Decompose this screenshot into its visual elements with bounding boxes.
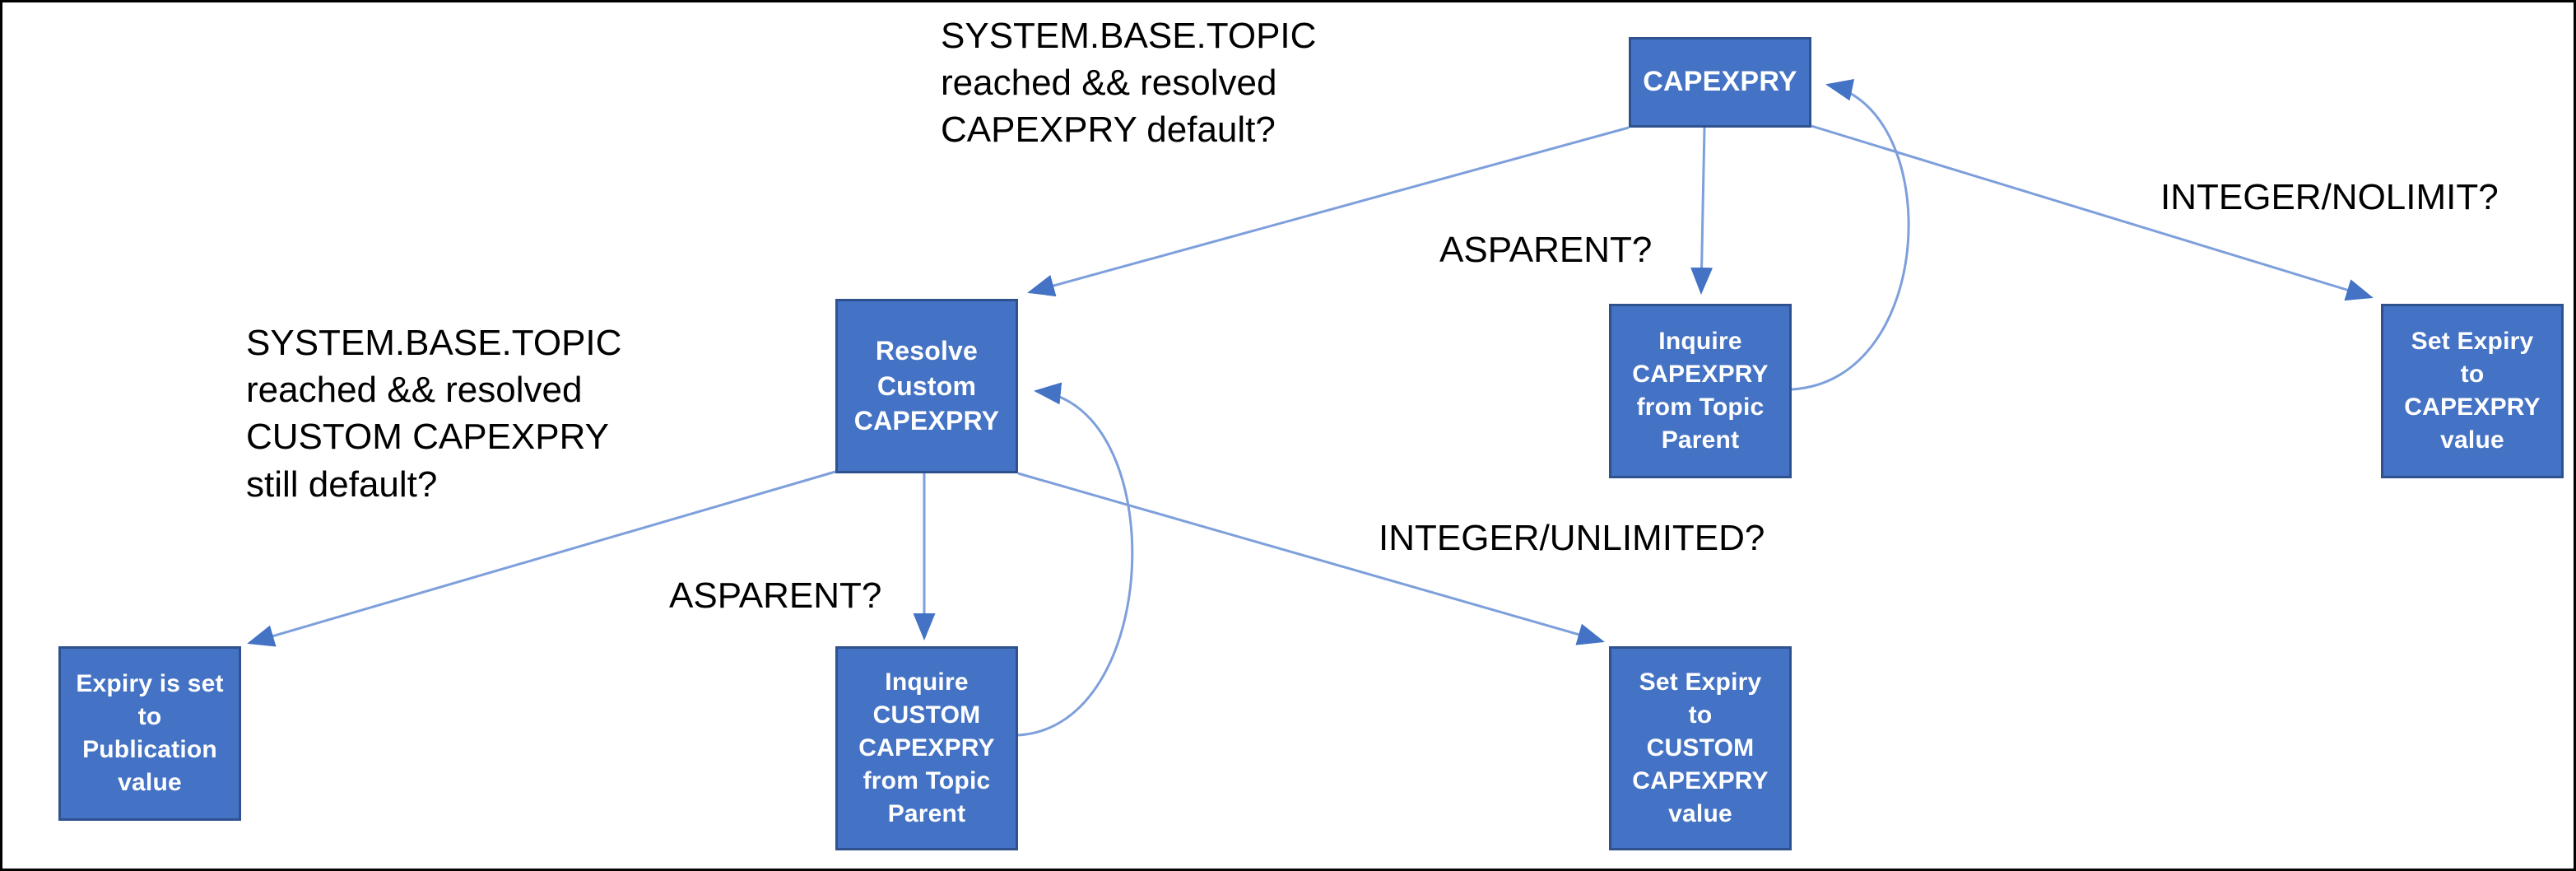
node-resolve-custom-capexpry[interactable]: Resolve Custom CAPEXPRY <box>835 299 1018 473</box>
edge-inquire-custom-capexpry-back-to-resolve <box>1017 382 1134 737</box>
label-integer-unlimited: INTEGER/UNLIMITED? <box>1379 518 1765 558</box>
label-integer-nolimit: INTEGER/NOLIMIT? <box>2160 177 2499 217</box>
edge-capexpry-to-inquire-capexpry <box>1690 127 1713 295</box>
node-capexpry[interactable]: CAPEXPRY <box>1629 37 1811 128</box>
label-condition-base-topic-custom-capexpry-default: SYSTEM.BASE.TOPIC reached && resolved CU… <box>246 323 622 505</box>
label-asparent-top: ASPARENT? <box>1439 230 1653 270</box>
node-set-expiry-to-capexpry-value[interactable]: Set Expiry to CAPEXPRY value <box>2381 304 2564 478</box>
label-asparent-bottom: ASPARENT? <box>669 575 882 616</box>
node-set-expiry-to-custom-capexpry-value[interactable]: Set Expiry to CUSTOM CAPEXPRY value <box>1609 646 1792 850</box>
node-inquire-capexpry-from-topic-parent[interactable]: Inquire CAPEXPRY from Topic Parent <box>1609 304 1792 478</box>
label-condition-base-topic-capexpry-default: SYSTEM.BASE.TOPIC reached && resolved CA… <box>941 16 1317 151</box>
node-inquire-custom-capexpry-from-topic-parent[interactable]: Inquire CUSTOM CAPEXPRY from Topic Paren… <box>835 646 1018 850</box>
edge-inquire-capexpry-back-to-capexpry <box>1791 79 1910 391</box>
node-expiry-is-set-to-publication-value[interactable]: Expiry is set to Publication value <box>58 646 241 821</box>
